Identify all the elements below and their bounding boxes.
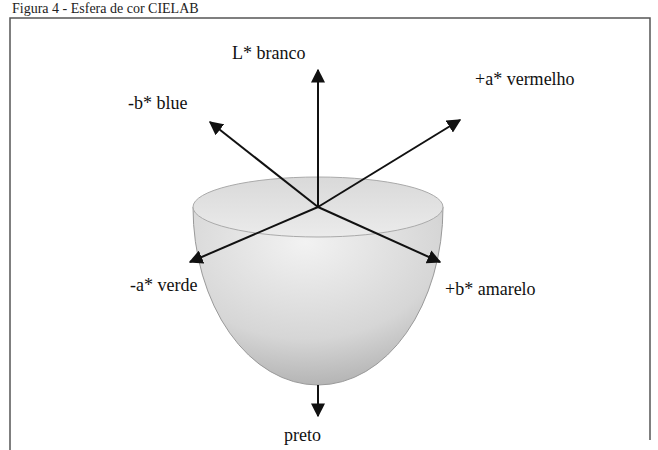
axis-label: -b* blue	[128, 92, 187, 114]
axis-label: -a* verde	[130, 274, 197, 296]
axis-label: +a* vermelho	[475, 68, 575, 90]
figure-title: Figura 4 - Esfera de cor CIELAB	[12, 1, 199, 17]
hemisphere	[193, 177, 443, 385]
axis-label: preto	[284, 424, 321, 446]
axis-arrows	[190, 70, 460, 416]
axis-label: +b* amarelo	[445, 278, 536, 300]
figure-frame	[10, 18, 650, 450]
axis-label: L* branco	[232, 42, 305, 64]
